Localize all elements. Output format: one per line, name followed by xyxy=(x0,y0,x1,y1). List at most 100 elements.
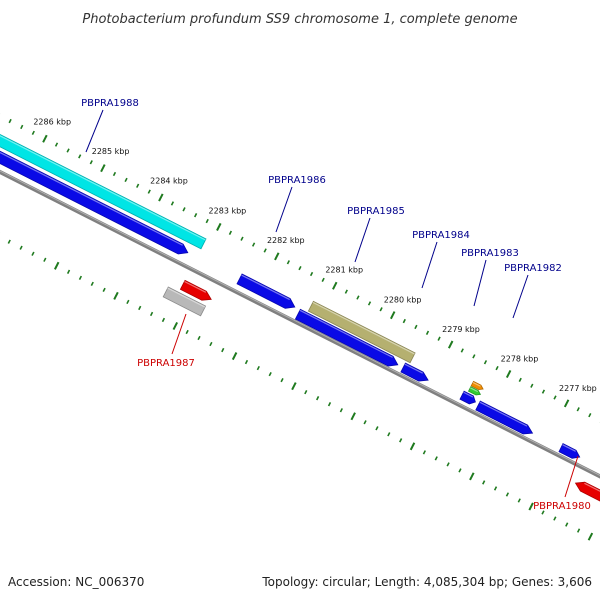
forward-tick xyxy=(425,330,430,335)
gene-blue xyxy=(459,390,476,405)
gene-blue xyxy=(294,308,399,367)
label-leader-line xyxy=(275,186,293,233)
reverse-tick xyxy=(90,281,94,286)
forward-tick xyxy=(367,301,372,306)
forward-tick xyxy=(158,193,164,202)
gene-label: PBPRA1985 xyxy=(347,206,405,217)
reverse-tick xyxy=(528,502,534,511)
forward-tick xyxy=(136,183,140,188)
reverse-tick xyxy=(350,412,356,421)
reverse-tick xyxy=(505,492,510,497)
gene-blue xyxy=(236,273,296,309)
reverse-tick xyxy=(409,442,416,451)
reverse-tick xyxy=(244,359,249,365)
label-leader-line xyxy=(85,109,104,153)
forward-tick xyxy=(530,383,534,388)
reverse-tick xyxy=(291,382,297,391)
gene-blue xyxy=(475,400,534,435)
reverse-tick xyxy=(493,486,498,491)
reverse-tick xyxy=(304,390,308,395)
forward-tick xyxy=(402,318,406,324)
forward-tick xyxy=(112,171,117,177)
forward-tick xyxy=(78,154,82,159)
accession-text: Accession: NC_006370 xyxy=(8,575,144,589)
reverse-tick xyxy=(78,275,83,280)
forward-tick xyxy=(182,207,186,212)
reverse-tick xyxy=(221,347,225,353)
reverse-tick xyxy=(102,287,106,293)
gene-cyan xyxy=(0,134,207,250)
forward-tick xyxy=(332,281,338,290)
gene-label: PBPRA1988 xyxy=(81,98,139,109)
reverse-tick xyxy=(327,402,332,407)
forward-tick xyxy=(228,230,233,235)
gene-orange xyxy=(470,380,484,391)
reverse-tick xyxy=(517,498,521,503)
kbp-label: 2278 kbp xyxy=(501,355,539,364)
reverse-tick xyxy=(209,341,213,347)
backbone-highlight xyxy=(0,170,600,476)
gene-label: PBPRA1980 xyxy=(533,501,591,512)
reverse-tick xyxy=(458,468,462,473)
chromosome-backbone xyxy=(0,169,600,479)
reverse-tick xyxy=(375,426,379,431)
label-leader-line xyxy=(512,274,529,319)
forward-tick xyxy=(147,189,151,194)
kbp-label: 2280 kbp xyxy=(384,295,422,304)
reverse-tick xyxy=(197,335,201,341)
forward-tick xyxy=(541,389,546,394)
forward-tick xyxy=(251,242,256,247)
gene-gray xyxy=(162,286,207,317)
forward-tick xyxy=(124,177,128,183)
forward-tick xyxy=(263,248,267,253)
forward-tick xyxy=(54,142,59,147)
reverse-tick xyxy=(434,456,438,461)
topology-summary: Topology: circular; Length: 4,085,304 bp… xyxy=(261,575,592,589)
kbp-label: 2285 kbp xyxy=(92,147,130,156)
forward-tick xyxy=(66,148,70,153)
kbp-label: 2283 kbp xyxy=(209,206,247,215)
gene-red xyxy=(179,279,212,301)
reverse-tick xyxy=(280,377,284,383)
reverse-tick xyxy=(31,251,35,256)
reverse-tick xyxy=(7,239,11,244)
gene-blue xyxy=(400,362,429,382)
reverse-tick xyxy=(138,305,142,311)
reverse-tick xyxy=(231,352,238,361)
label-leader-line xyxy=(354,217,371,263)
forward-tick xyxy=(460,348,464,353)
forward-tick xyxy=(20,124,24,130)
reverse-tick xyxy=(422,450,427,455)
forward-tick xyxy=(170,201,175,206)
forward-tick xyxy=(553,395,557,400)
forward-tick xyxy=(89,160,93,165)
forward-tick xyxy=(447,340,454,349)
kbp-label: 2281 kbp xyxy=(325,266,363,275)
backbone-line xyxy=(0,169,600,479)
reverse-tick xyxy=(256,365,260,371)
reverse-tick xyxy=(268,371,272,377)
forward-tick xyxy=(344,289,348,294)
forward-tick xyxy=(309,271,314,277)
forward-tick xyxy=(437,336,441,341)
forward-tick xyxy=(390,311,396,320)
gene-label: PBPRA1987 xyxy=(137,358,195,369)
reverse-tick xyxy=(399,438,403,443)
reverse-tick xyxy=(482,480,486,485)
reverse-tick xyxy=(316,396,320,401)
reverse-tick xyxy=(19,245,23,250)
forward-tick xyxy=(216,222,222,231)
kbp-label: 2277 kbp xyxy=(559,384,597,393)
reverse-tick xyxy=(185,329,189,335)
forward-tick xyxy=(274,252,280,261)
forward-tick xyxy=(576,407,580,412)
forward-tick xyxy=(356,295,360,300)
forward-tick xyxy=(194,213,198,218)
forward-tick xyxy=(298,265,302,271)
kbp-label: 2284 kbp xyxy=(150,177,188,186)
forward-tick xyxy=(379,307,383,312)
forward-tick xyxy=(505,369,512,379)
tick-marks xyxy=(0,113,600,541)
forward-tick xyxy=(483,360,488,365)
